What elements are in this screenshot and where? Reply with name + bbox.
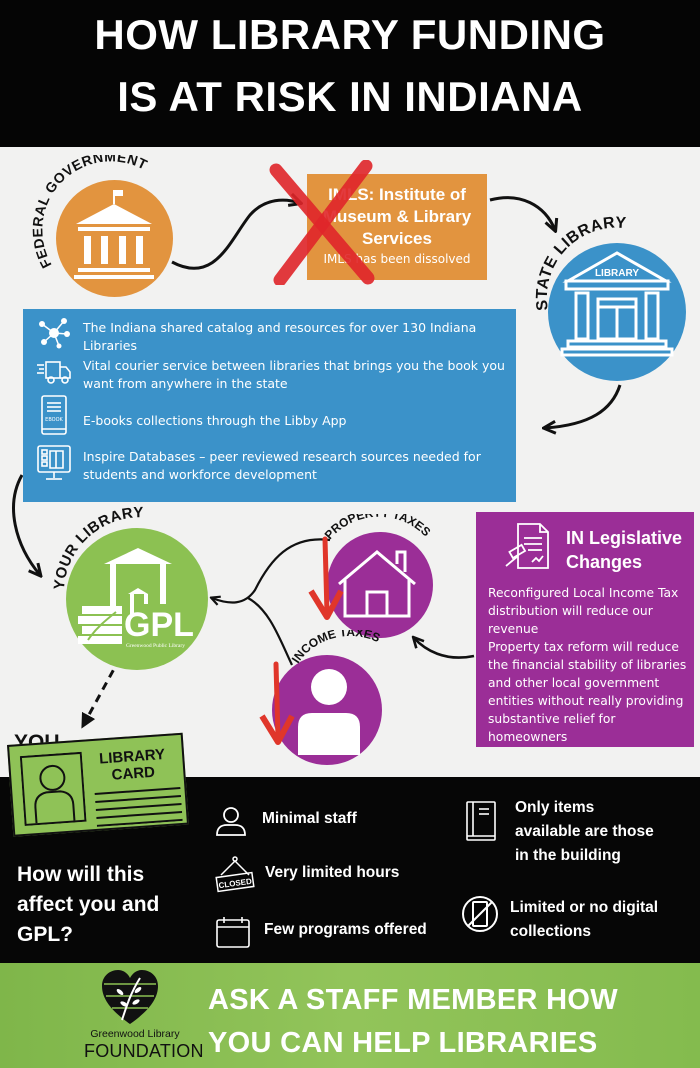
calendar-icon	[216, 917, 250, 948]
book-icon	[466, 801, 496, 841]
service-item-courier: Vital courier service between libraries …	[83, 358, 505, 391]
your-library-circle: GPL Greenwood Public Library	[66, 528, 208, 670]
database-computer-icon	[37, 445, 71, 480]
red-down-arrow-icon	[308, 536, 344, 620]
svg-text:CLOSED: CLOSED	[218, 877, 252, 891]
income-taxes-circle	[272, 655, 382, 765]
page-title-line-2: IS AT RISK IN INDIANA	[117, 73, 583, 120]
svg-text:YOUR LIBRARY: YOUR LIBRARY	[51, 504, 144, 590]
service-item-catalog: The Indiana shared catalog and resources…	[83, 320, 477, 353]
state-library-label: STATE LIBRARY	[534, 215, 627, 311]
svg-text:GPL: GPL	[124, 606, 194, 644]
legislative-income-tax-text: Reconfigured Local Income Tax distributi…	[488, 586, 679, 636]
federal-government-circle	[56, 180, 173, 297]
service-item-ebooks: E-books collections through the Libby Ap…	[83, 413, 347, 428]
cta-line-2: YOU CAN HELP LIBRARIES	[208, 1027, 598, 1059]
svg-text:FEDERAL GOVERNMENT: FEDERAL GOVERNMENT	[30, 155, 150, 271]
house-icon	[338, 550, 416, 618]
no-ebook-icon	[462, 896, 498, 932]
person-icon	[298, 669, 360, 755]
gpl-logo-icon: GPL Greenwood Public Library	[78, 548, 194, 649]
card-lines	[94, 787, 183, 827]
imls-title-3: Services	[362, 229, 432, 248]
foundation-name-line-1: Greenwood Library	[90, 1028, 180, 1040]
staff-person-icon	[216, 807, 246, 836]
income-taxes-label: INCOME TAXES	[290, 630, 382, 666]
card-person-icon	[19, 751, 87, 826]
red-x-cross-icon	[269, 160, 375, 285]
property-taxes-circle	[327, 532, 433, 638]
service-item-databases: Inspire Databases – peer reviewed resear…	[83, 449, 481, 482]
legal-document-gavel-icon	[505, 523, 549, 569]
page-title-line-1: HOW LIBRARY FUNDING	[94, 11, 606, 58]
impact-few-programs: Few programs offered	[264, 921, 427, 938]
svg-text:EBOOK: EBOOK	[45, 417, 63, 423]
svg-text:Greenwood Public Library: Greenwood Public Library	[126, 643, 185, 649]
svg-text:INCOME TAXES: INCOME TAXES	[290, 630, 382, 666]
ebook-icon: EBOOK	[41, 395, 67, 435]
network-icon	[39, 318, 70, 349]
svg-text:LIBRARY: LIBRARY	[595, 268, 639, 279]
property-taxes-label: PROPERTY TAXES	[322, 514, 434, 542]
header-banner	[0, 0, 700, 147]
legislative-property-tax-text: Property tax reform will reduce the fina…	[488, 640, 687, 744]
federal-government-label: FEDERAL GOVERNMENT	[30, 155, 150, 271]
cta-line-1: ASK A STAFF MEMBER HOW	[208, 984, 618, 1016]
red-down-arrow-icon	[259, 661, 295, 745]
library-building-icon: LIBRARY	[560, 251, 674, 357]
impact-question: How will this affect you and GPL?	[17, 863, 160, 946]
impact-minimal-staff: Minimal staff	[262, 810, 357, 827]
closed-sign-icon: CLOSED	[215, 856, 255, 893]
foundation-name-line-2: FOUNDATION	[84, 1041, 204, 1061]
state-library-services-box: The Indiana shared catalog and resources…	[23, 309, 516, 502]
impact-only-in-building: Only items available are those in the bu…	[515, 799, 654, 864]
impact-limited-hours: Very limited hours	[265, 864, 400, 881]
government-building-icon	[74, 190, 154, 279]
imls-title-1: IMLS: Institute of	[328, 185, 466, 204]
state-library-circle: LIBRARY	[548, 243, 686, 381]
imls-box: IMLS: Institute of Museum & Library Serv…	[307, 174, 487, 280]
impact-limited-digital: Limited or no digital collections	[510, 899, 659, 940]
foundation-heart-logo-icon	[102, 970, 158, 1024]
svg-text:STATE LIBRARY: STATE LIBRARY	[534, 215, 627, 311]
delivery-truck-icon	[37, 361, 71, 384]
your-library-label: YOUR LIBRARY	[51, 504, 144, 590]
imls-title-2: Museum & Library	[322, 207, 472, 226]
